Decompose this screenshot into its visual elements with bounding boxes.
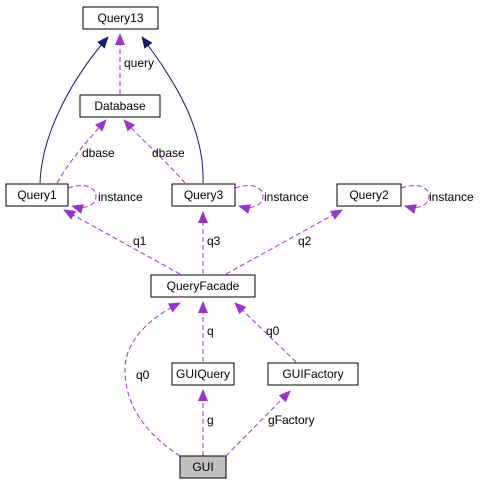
node-query13[interactable]: Query13 bbox=[82, 6, 159, 30]
edge-query3-inherits-query13 bbox=[141, 36, 204, 184]
node-label-database: Database bbox=[94, 99, 146, 113]
edge-label-instance-query3: instance bbox=[264, 190, 309, 204]
node-label-query13: Query13 bbox=[97, 11, 143, 25]
node-guiquery[interactable]: GUIQuery bbox=[171, 362, 235, 386]
edge-queryfacade-query1 bbox=[63, 209, 181, 275]
edge-label-instance-query1: instance bbox=[98, 190, 143, 204]
node-query2[interactable]: Query2 bbox=[336, 183, 402, 207]
edge-queryfacade-query2 bbox=[225, 209, 343, 275]
edge-label-gfactory: gFactory bbox=[268, 413, 315, 427]
edge-query2-self-instance bbox=[400, 185, 430, 214]
edge-label-q2: q2 bbox=[298, 234, 312, 248]
edge-query3-self-instance bbox=[234, 185, 264, 214]
node-label-guifactory: GUIFactory bbox=[282, 367, 343, 381]
edge-label-q3: q3 bbox=[207, 234, 221, 248]
edge-label-q1: q1 bbox=[133, 234, 147, 248]
edge-query1-inherits-query13 bbox=[39, 36, 109, 184]
node-gui[interactable]: GUI bbox=[179, 455, 227, 479]
node-label-gui: GUI bbox=[192, 460, 213, 474]
edge-label-instance-query2: instance bbox=[429, 190, 474, 204]
edge-gui-queryfacade bbox=[124, 302, 181, 457]
node-label-query3: Query3 bbox=[184, 188, 224, 202]
node-label-guiquery: GUIQuery bbox=[176, 367, 230, 381]
edge-guifactory-queryfacade bbox=[234, 302, 297, 363]
edge-label-q0-factory: q0 bbox=[266, 324, 280, 338]
edge-query1-self-instance bbox=[67, 185, 97, 214]
node-queryfacade[interactable]: QueryFacade bbox=[150, 274, 256, 298]
edge-query3-database-dbase bbox=[123, 119, 186, 184]
edge-label-q0-gui: q0 bbox=[136, 368, 150, 382]
node-label-queryfacade: QueryFacade bbox=[167, 279, 240, 293]
edge-gui-guifactory bbox=[225, 390, 291, 457]
edge-label-dbase-left: dbase bbox=[82, 146, 115, 160]
edge-label-q: q bbox=[207, 324, 214, 338]
node-query3[interactable]: Query3 bbox=[171, 183, 236, 207]
edge-label-dbase-right: dbase bbox=[152, 146, 185, 160]
node-query1[interactable]: Query1 bbox=[5, 183, 69, 207]
node-guifactory[interactable]: GUIFactory bbox=[267, 362, 359, 386]
edge-label-query: query bbox=[124, 56, 154, 70]
node-database[interactable]: Database bbox=[79, 94, 161, 118]
edge-label-g: g bbox=[207, 413, 214, 427]
edge-query1-database-dbase bbox=[56, 119, 107, 184]
node-label-query1: Query1 bbox=[17, 188, 57, 202]
node-label-query2: Query2 bbox=[349, 188, 389, 202]
